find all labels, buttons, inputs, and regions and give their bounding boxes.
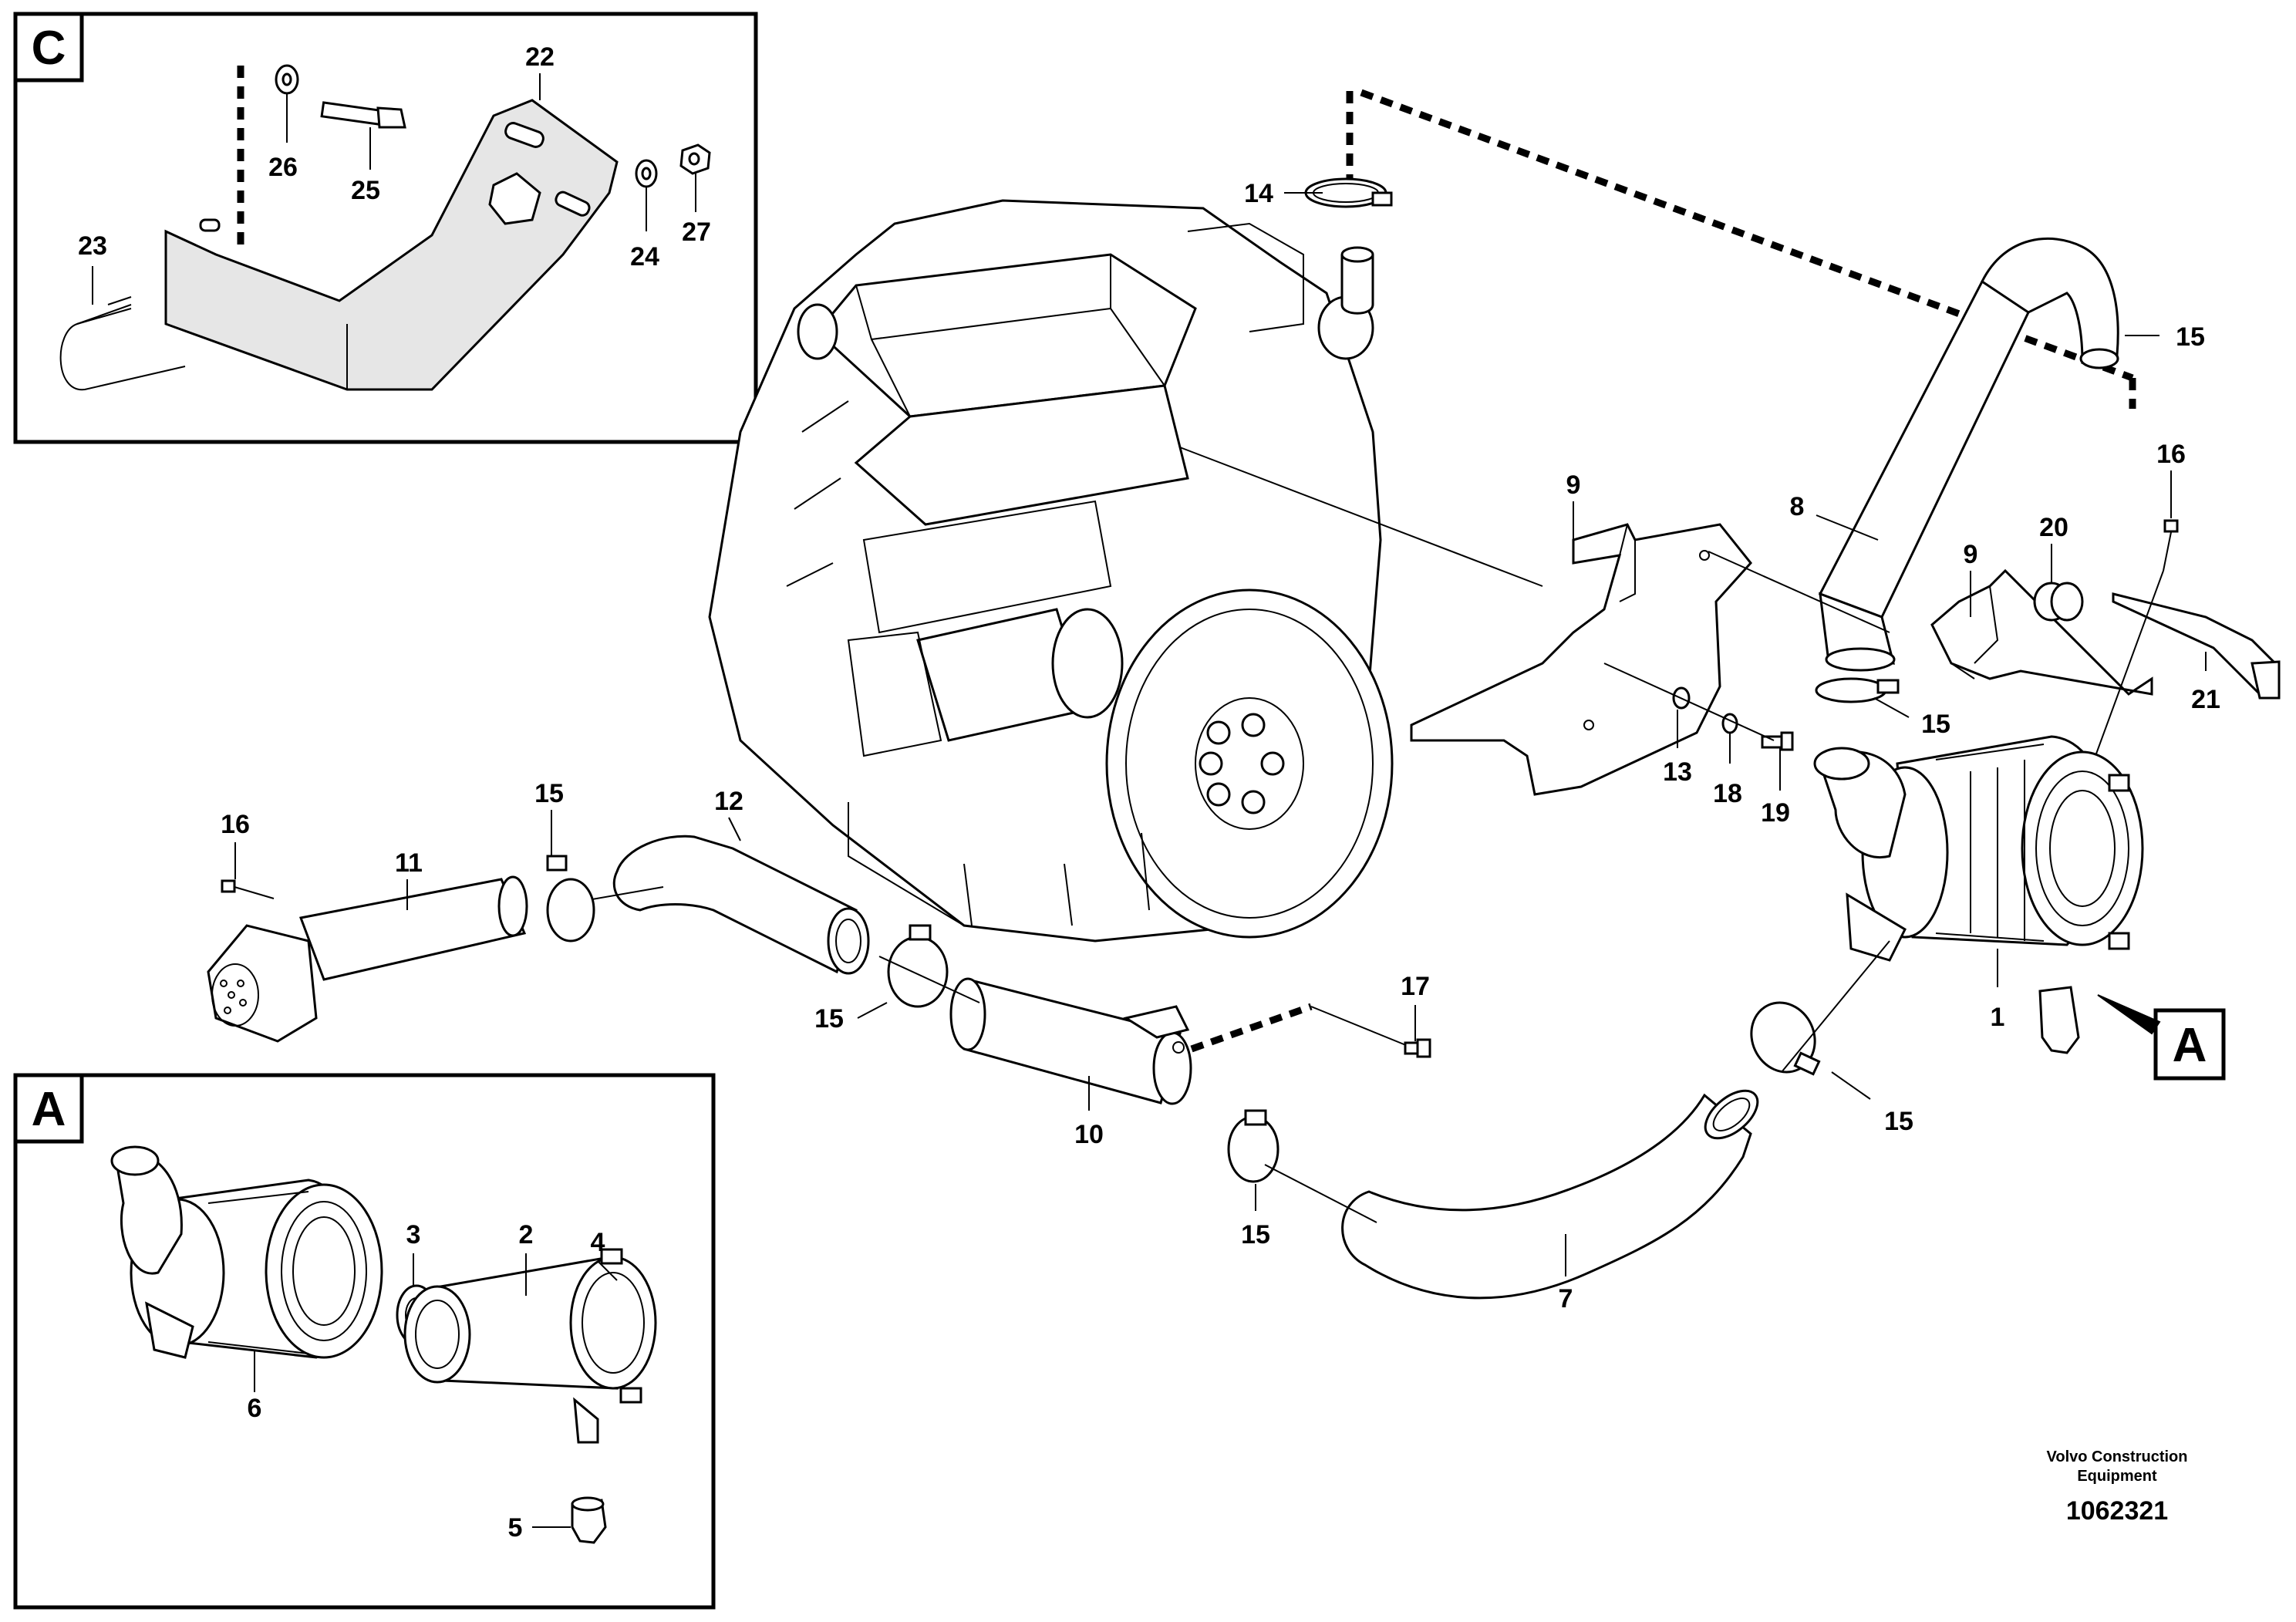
bolt-16-right [2163, 519, 2179, 572]
hose-clamp-15-filter [1750, 1001, 1821, 1076]
hose-clamp-15-left [546, 855, 595, 943]
callout-22: 22 [525, 42, 555, 72]
inset-c-letter: C [32, 22, 66, 75]
air-cleaner-housing-6 [110, 1145, 383, 1359]
pipe-10 [949, 977, 1192, 1105]
callout-15-lower: 15 [1241, 1220, 1270, 1249]
valve-5 [571, 1496, 607, 1544]
bolt-17 [1404, 1038, 1431, 1058]
callout-24: 24 [630, 242, 659, 271]
bolt-25 [320, 101, 406, 129]
inset-a: A [13, 1073, 716, 1610]
bolt-16-left [221, 879, 275, 899]
inset-a-frame [13, 1073, 716, 1610]
hose-clamp-15-right [1815, 677, 1900, 703]
bracket-9-right-leader [1708, 551, 1890, 633]
bracket-9-left [1410, 523, 1752, 796]
callout-25: 25 [351, 176, 380, 205]
callout-23: 23 [78, 231, 107, 261]
hose-12 [612, 835, 870, 975]
bracket-9-right [1930, 568, 2153, 696]
inset-c-frame [13, 12, 758, 444]
callout-26: 26 [268, 153, 298, 182]
inset-c: C [13, 12, 758, 444]
callout-27: 27 [682, 218, 711, 247]
engine-leader-line [1179, 447, 1543, 587]
bracket-22 [164, 99, 619, 391]
callout-3: 3 [406, 1220, 421, 1249]
dash-line-lower [1190, 1003, 1313, 1053]
callout-8: 8 [1790, 492, 1805, 521]
view-marker-a: A [2097, 994, 2226, 1081]
pipe-8 [1818, 279, 2030, 672]
rubber-mount-20 [2033, 582, 2084, 622]
brand-line-2: Equipment [2077, 1468, 2157, 1485]
callout-2: 2 [519, 1220, 534, 1249]
hose-7 [1341, 1089, 1759, 1300]
callout-7: 7 [1559, 1284, 1573, 1313]
callout-18: 18 [1713, 779, 1742, 808]
callout-15-top: 15 [2176, 322, 2205, 352]
inset-a-letter: A [32, 1083, 66, 1136]
callout-5: 5 [508, 1513, 523, 1543]
document-number: 1062321 [2066, 1496, 2168, 1526]
inset-a-badge [13, 1073, 84, 1144]
callout-13: 13 [1663, 757, 1692, 787]
bolt-19 [1761, 731, 1794, 751]
strap-21 [2112, 592, 2281, 700]
hose-clamp-15-lower [1227, 1109, 1279, 1183]
callout-15-left: 15 [534, 779, 564, 808]
inset-c-badge [13, 12, 84, 83]
callout-15-filter: 15 [1884, 1107, 1913, 1136]
intake-outlet [1340, 255, 1374, 315]
callout-9-left: 9 [1566, 470, 1581, 500]
callout-12: 12 [714, 787, 743, 816]
callout-20: 20 [2039, 513, 2068, 542]
callout-6: 6 [248, 1394, 262, 1423]
pipe-11 [207, 875, 528, 1043]
air-cleaner-1 [1813, 735, 2144, 1054]
callout-15-clamp-right: 15 [1921, 710, 1950, 739]
bracket-9-leader [1603, 663, 1775, 741]
flywheel [1105, 588, 1394, 939]
filter-leader [1781, 940, 1890, 1073]
callout-14: 14 [1244, 179, 1273, 208]
callout-4: 4 [591, 1228, 605, 1257]
dash-line-top [1360, 89, 2134, 382]
hose-clamp-15-mid [887, 924, 949, 1008]
callout-1: 1 [1991, 1003, 2005, 1032]
callout-17: 17 [1401, 972, 1430, 1001]
u-bolt-23 [59, 296, 186, 391]
callout-21: 21 [2191, 685, 2220, 714]
callout-9-right: 9 [1964, 540, 1978, 569]
callout-16-right: 16 [2156, 440, 2186, 469]
filter-element-2 [403, 1256, 619, 1390]
elbow-hose-15-top [1981, 238, 2119, 369]
engine-block [708, 199, 1543, 943]
view-marker-a-letter: A [2173, 1019, 2207, 1072]
cover-4 [569, 1248, 657, 1444]
brand-line-1: Volvo Construction [2047, 1448, 2188, 1465]
callout-11: 11 [395, 848, 423, 878]
callout-10: 10 [1074, 1120, 1104, 1149]
callout-16-left: 16 [221, 810, 250, 839]
callout-15-mid: 15 [814, 1004, 844, 1034]
callout-19: 19 [1761, 798, 1790, 828]
